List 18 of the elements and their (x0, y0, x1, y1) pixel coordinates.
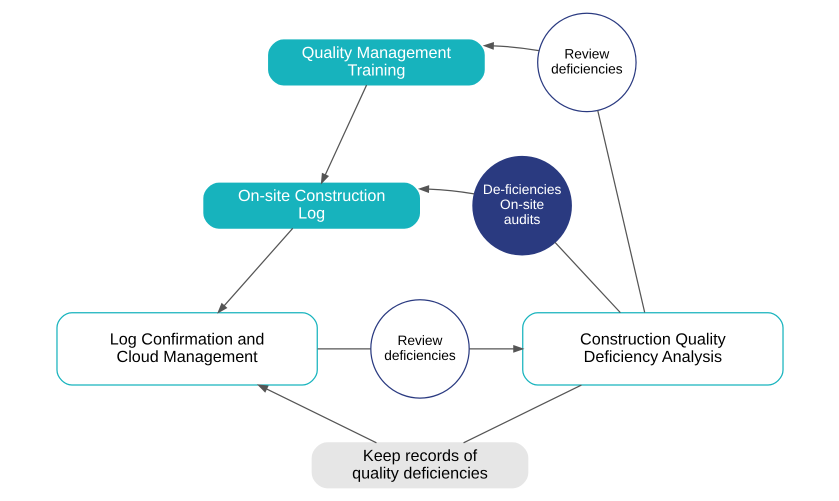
node-box: Construction Quality Deficiency Analysis (522, 312, 784, 386)
node-circle: De-ficiencies On-site audits (472, 156, 572, 256)
connector (317, 348, 370, 350)
arrow (320, 84, 367, 185)
node-circle: Review deficiencies (536, 12, 636, 112)
node-box: Log Confirmation and Cloud Management (56, 312, 318, 386)
arrow (469, 344, 524, 353)
node-box: On-site Construction Log (202, 182, 420, 229)
arrow (256, 384, 376, 444)
connector (596, 110, 645, 312)
connector (462, 384, 582, 444)
arrow (482, 42, 538, 52)
arrow (417, 185, 474, 194)
arrow (216, 228, 293, 314)
node-circle: Review deficiencies (370, 299, 470, 399)
node-box: Keep records of quality deficiencies (311, 442, 528, 488)
node-box: Quality Management Training (268, 39, 484, 86)
connector (554, 242, 620, 314)
